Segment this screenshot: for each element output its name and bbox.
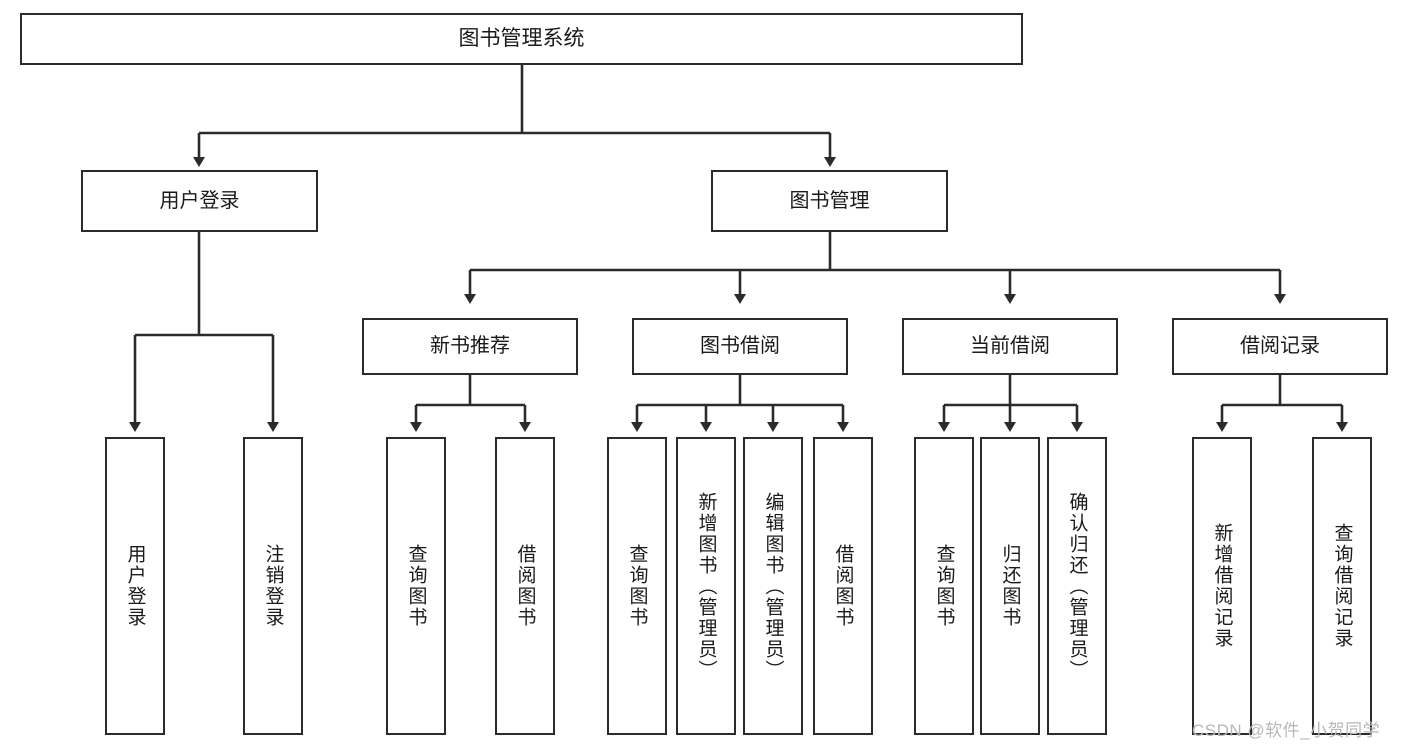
leaf-query-book-current[interactable]: 查询图书 [914, 437, 974, 735]
csdn-watermark: CSDN @软件_小贺同学 [1192, 721, 1381, 740]
leaf-borrow-book-recommend-label: 借阅图书 [514, 544, 536, 628]
node-current-borrow-label: 当前借阅 [970, 335, 1050, 357]
node-borrow-record[interactable]: 借阅记录 [1172, 318, 1388, 375]
node-new-book-recommend-label: 新书推荐 [430, 335, 510, 357]
leaf-query-book-recommend-label: 查询图书 [405, 544, 427, 628]
leaf-query-book-recommend[interactable]: 查询图书 [386, 437, 446, 735]
leaf-add-borrow-record-label: 新增借阅记录 [1211, 523, 1233, 649]
leaf-confirm-return-admin-label: 确认归还（管理员） [1066, 491, 1088, 681]
leaf-query-borrow-record-label: 查询借阅记录 [1331, 523, 1353, 649]
leaf-add-borrow-record[interactable]: 新增借阅记录 [1192, 437, 1252, 735]
node-root[interactable]: 图书管理系统 [20, 13, 1023, 65]
leaf-borrow-book-borrow[interactable]: 借阅图书 [813, 437, 873, 735]
leaf-query-borrow-record[interactable]: 查询借阅记录 [1312, 437, 1372, 735]
leaf-add-book-admin-label: 新增图书（管理员） [695, 491, 717, 681]
node-book-management-label: 图书管理 [789, 189, 870, 212]
leaf-user-logout[interactable]: 注销登录 [243, 437, 303, 735]
leaf-user-login[interactable]: 用户登录 [105, 437, 165, 735]
leaf-return-book[interactable]: 归还图书 [980, 437, 1040, 735]
leaf-query-book-borrow-label: 查询图书 [626, 544, 648, 628]
leaf-query-book-borrow[interactable]: 查询图书 [607, 437, 667, 735]
leaf-query-book-current-label: 查询图书 [933, 544, 955, 628]
leaf-edit-book-admin-label: 编辑图书（管理员） [762, 491, 784, 681]
node-book-borrow[interactable]: 图书借阅 [632, 318, 848, 375]
node-new-book-recommend[interactable]: 新书推荐 [362, 318, 578, 375]
node-book-borrow-label: 图书借阅 [700, 335, 780, 357]
node-current-borrow[interactable]: 当前借阅 [902, 318, 1118, 375]
leaf-borrow-book-borrow-label: 借阅图书 [832, 544, 854, 628]
leaf-add-book-admin[interactable]: 新增图书（管理员） [676, 437, 736, 735]
node-user-login[interactable]: 用户登录 [81, 170, 318, 232]
node-user-login-label: 用户登录 [159, 189, 240, 212]
node-root-label: 图书管理系统 [458, 26, 585, 50]
leaf-user-login-label: 用户登录 [124, 544, 146, 628]
node-borrow-record-label: 借阅记录 [1240, 335, 1320, 357]
node-book-management[interactable]: 图书管理 [711, 170, 948, 232]
leaf-borrow-book-recommend[interactable]: 借阅图书 [495, 437, 555, 735]
leaf-user-logout-label: 注销登录 [262, 544, 284, 628]
leaf-confirm-return-admin[interactable]: 确认归还（管理员） [1047, 437, 1107, 735]
leaf-return-book-label: 归还图书 [999, 544, 1021, 628]
leaf-edit-book-admin[interactable]: 编辑图书（管理员） [743, 437, 803, 735]
